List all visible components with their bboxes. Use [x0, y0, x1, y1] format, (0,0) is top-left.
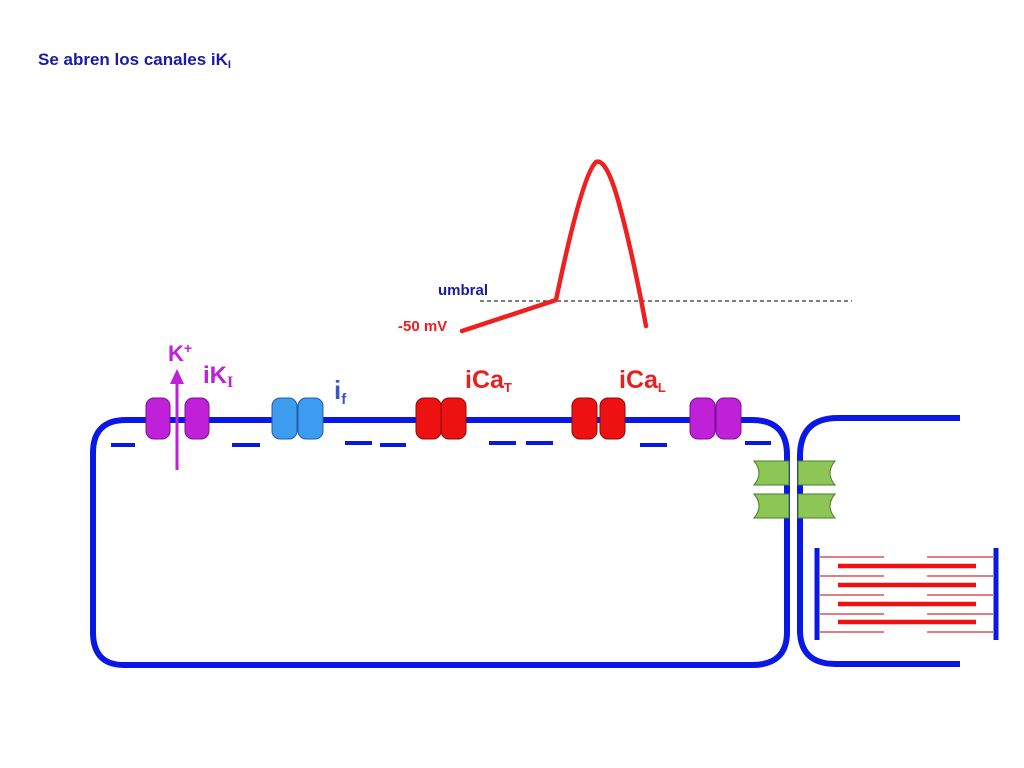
- resting-potential-label: -50 mV: [398, 318, 448, 335]
- potassium-flux-arrow: [170, 369, 184, 470]
- funny-channel-icon: [271, 397, 324, 440]
- ik-channel-label: iKI: [203, 362, 234, 391]
- icat-channel-label: iCaT: [465, 366, 512, 395]
- action-potential-trace: [459, 159, 649, 334]
- calcium-l-channel-icon: [571, 397, 626, 440]
- calcium-t-channel-icon: [415, 397, 467, 440]
- slide-title: Se abren los canales iKI: [38, 50, 231, 71]
- if-channel-label: if: [334, 375, 347, 408]
- potassium-channel-right-icon: [689, 397, 742, 440]
- gap-junction-icon: [752, 460, 837, 519]
- ical-channel-label: iCaL: [619, 366, 666, 395]
- cell-membrane: [90, 417, 790, 668]
- neighbor-cell-membrane: [797, 415, 960, 667]
- sarcomere-icon: [814, 548, 999, 640]
- potassium-channel-icon: [145, 397, 210, 440]
- potassium-ion-label: K+: [168, 340, 193, 366]
- threshold-label: umbral: [438, 282, 489, 299]
- negative-charges: [111, 441, 771, 447]
